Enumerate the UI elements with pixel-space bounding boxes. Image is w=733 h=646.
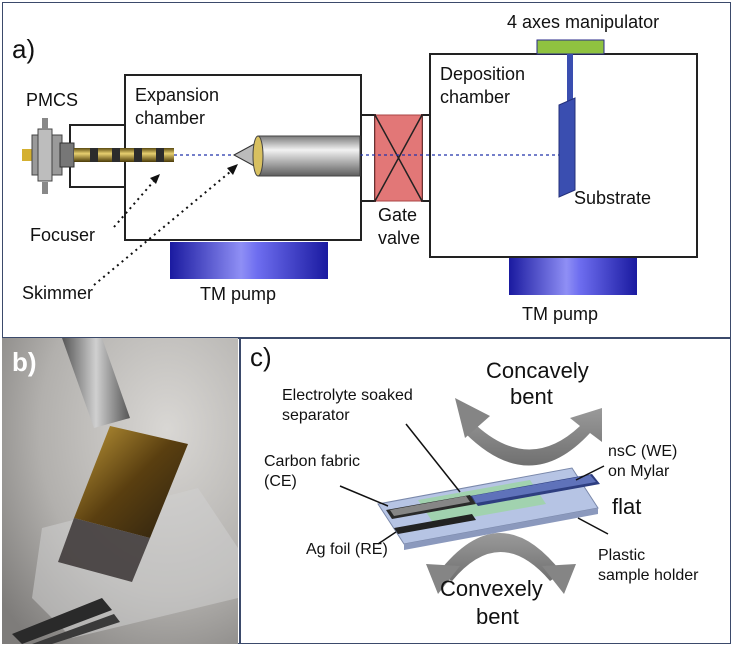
nsc-label-2: on Mylar — [608, 463, 670, 480]
re-strip — [394, 514, 476, 534]
expansion-chamber-label-1: Expansion — [135, 85, 219, 105]
convexely-label: Convexely — [440, 576, 543, 601]
manipulator-label: 4 axes manipulator — [507, 12, 659, 32]
panel-a-label: a) — [12, 34, 35, 64]
focuser-rod — [74, 148, 174, 162]
panel-c-diagram: c) Concavely bent Electrolyte soaked sep… — [250, 342, 699, 629]
skimmer-cylinder — [257, 135, 361, 177]
tm-pump-left-shape — [170, 242, 328, 279]
skimmer-pointer — [93, 166, 237, 286]
convex-arrow — [438, 533, 562, 581]
panel-a-frame — [2, 2, 731, 338]
focuser-label: Focuser — [30, 225, 95, 245]
ag-pointer — [377, 531, 397, 545]
convexely-bent-label: bent — [476, 604, 519, 629]
electrolyte-label-1: Electrolyte soaked — [282, 387, 413, 404]
carbon-pointer — [339, 485, 389, 507]
deposition-chamber-label-2: chamber — [440, 87, 510, 107]
panel-b-photo — [2, 338, 238, 644]
ag-foil-label: Ag foil (RE) — [306, 541, 388, 558]
panel-c-frame — [240, 338, 731, 644]
device-film — [74, 426, 188, 538]
nsc-label-1: nsC (WE) — [608, 443, 677, 460]
electrolyte-label-2: separator — [282, 407, 350, 424]
valve-flange-right — [421, 114, 431, 202]
electrolyte-pointer — [405, 423, 461, 493]
deposition-chamber-label-1: Deposition — [440, 64, 525, 84]
substrate-plate — [558, 97, 576, 198]
tm-pump-left-label: TM pump — [200, 284, 276, 304]
carbon-fabric-label-1: Carbon fabric — [264, 453, 360, 470]
carbon-fabric-label-2: (CE) — [264, 473, 297, 490]
device-photo — [2, 338, 238, 644]
concavely-label: Concavely — [486, 358, 589, 383]
concavely-bent-label: bent — [510, 384, 553, 409]
substrate-label: Substrate — [574, 188, 651, 208]
panel-c-label: c) — [250, 342, 272, 372]
gate-valve-label-2: valve — [378, 228, 420, 248]
gate-valve-cross-2 — [374, 114, 423, 202]
tm-pump-right-label: TM pump — [522, 304, 598, 324]
tweezers-bottom — [12, 598, 112, 644]
gate-valve-label-1: Gate — [378, 205, 417, 225]
manipulator-rod — [567, 54, 573, 116]
skimmer-label: Skimmer — [22, 283, 93, 303]
nsc-pointer — [575, 465, 605, 481]
concave-arrow — [465, 408, 602, 466]
plastic-label-1: Plastic — [598, 547, 645, 564]
tm-pump-right-shape — [509, 258, 637, 295]
expansion-chamber-label-2: chamber — [135, 108, 205, 128]
pmcs-source — [22, 118, 75, 194]
tweezers-top — [62, 338, 130, 428]
manipulator-plate — [536, 39, 605, 55]
flat-label: flat — [612, 494, 641, 519]
pmcs-label: PMCS — [26, 90, 78, 110]
panel-a-diagram: a) PMCS Expansion chamber Deposition cha… — [12, 12, 698, 324]
plastic-label-2: sample holder — [598, 567, 699, 584]
plastic-pointer — [577, 517, 609, 535]
panel-b-label: b) — [12, 347, 37, 377]
valve-flange-left — [360, 114, 376, 202]
